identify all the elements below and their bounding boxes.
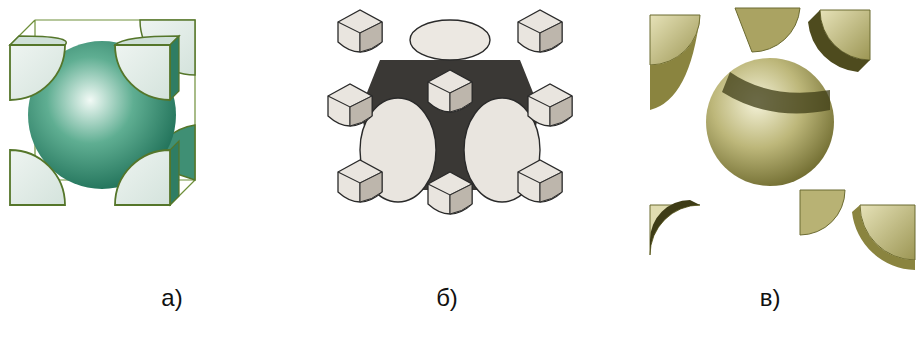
cell-shape [518, 10, 562, 52]
cell-shape [410, 20, 490, 60]
cell-shape [800, 190, 845, 235]
cell-shape [10, 150, 65, 205]
cell-shape [10, 36, 66, 45]
cell-shape [170, 36, 179, 100]
cell-shape [115, 45, 170, 100]
cell-shape [852, 205, 915, 270]
fcc-cell [328, 10, 572, 214]
cell-shape [115, 150, 170, 205]
cell-shape [428, 70, 472, 112]
cell-shape [650, 200, 700, 255]
cell-shape [860, 205, 915, 260]
cell-shape [650, 15, 700, 110]
bcc-cell [10, 20, 195, 205]
cut-cell [650, 8, 915, 270]
cell-shape [170, 141, 179, 205]
cell-shape [650, 205, 700, 255]
cell-shape [10, 20, 195, 205]
cell-shape [528, 84, 572, 126]
cell-shape [650, 15, 700, 65]
figure-label: а) [161, 284, 182, 313]
cell-shape [722, 72, 830, 113]
cell-shape [115, 36, 179, 45]
figure-label: в) [760, 284, 781, 313]
cell-shape [338, 160, 382, 202]
cell-shape [735, 8, 800, 52]
cell-shape [428, 172, 472, 214]
cell-shape [10, 45, 65, 100]
cell-shape [518, 160, 562, 202]
cell-shape [328, 84, 372, 126]
cell-shape [706, 58, 834, 186]
cell-shape [338, 10, 382, 52]
figure-label: б) [436, 284, 458, 313]
cell-shape [808, 10, 870, 72]
